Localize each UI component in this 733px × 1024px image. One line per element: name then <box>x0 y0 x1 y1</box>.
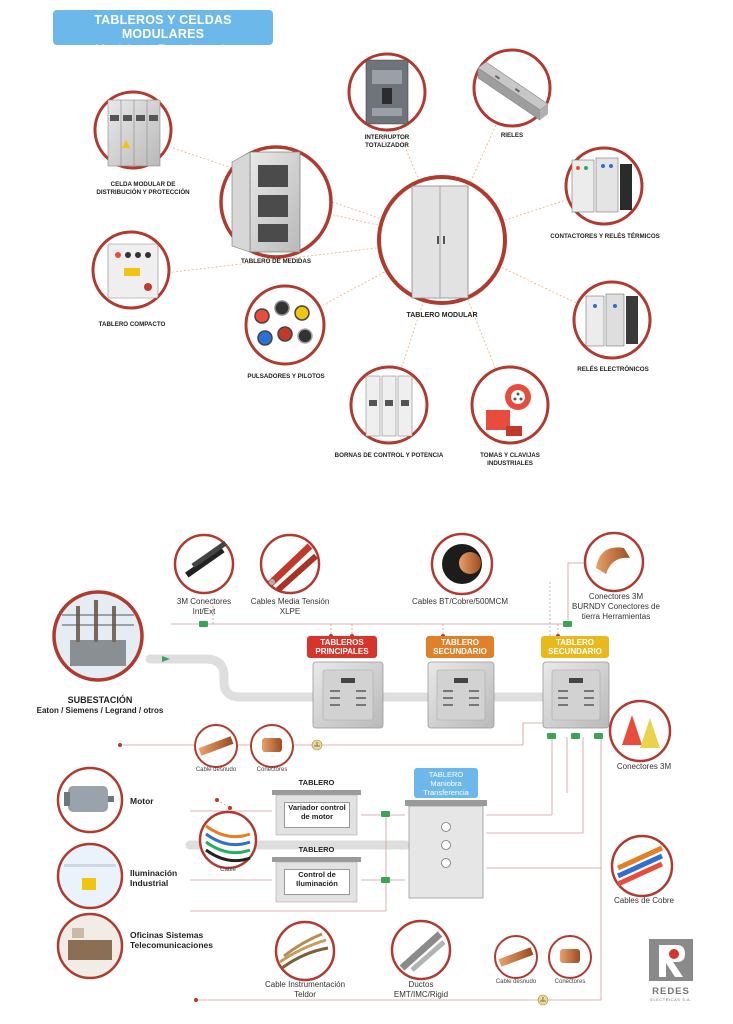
tablero-transferencia-cabinet <box>405 800 487 899</box>
page-header: TABLEROS Y CELDAS MODULARES Maniobra y T… <box>53 10 273 56</box>
conectores-icon-1 <box>250 724 294 768</box>
redes-logo-icon <box>649 939 693 981</box>
label-variador: Variador control de motor <box>284 802 350 828</box>
label-rieles: RIELES <box>500 132 524 139</box>
conectores-icon-2 <box>548 935 592 979</box>
label-tomas: TOMAS Y CLAVIJAS INDUSTRIALES <box>480 452 540 467</box>
subestacion-title: SUBESTACIÓN <box>67 695 133 705</box>
conectores-burndy-icon <box>583 531 645 593</box>
label-oficinas: Oficinas Sistemas Telecomunicaciones <box>130 930 213 950</box>
conectores-3m-icon <box>173 533 235 595</box>
cables-mt-icon <box>259 533 321 595</box>
label-tablero-2: TABLERO <box>298 845 335 854</box>
label-tablero-modular: TABLERO MODULAR <box>406 312 478 319</box>
subestacion-icon <box>52 590 144 682</box>
cables-bt-icon <box>430 532 494 596</box>
label-motor: Motor <box>130 796 154 806</box>
cable-desnudo-icon-2 <box>494 935 538 979</box>
tablero-compacto-icon <box>91 230 171 310</box>
label-tablero-1: TABLERO <box>298 778 335 787</box>
arrow-icon <box>162 656 170 662</box>
reles-icon <box>572 280 652 360</box>
tag-tablero-secundario-1: TABLERO SECUNDARIO <box>426 636 494 658</box>
tablero-secundario-cabinet-2 <box>542 661 610 729</box>
ductos-icon <box>390 919 452 981</box>
label-ductos: Ductos EMT/IMC/Rigid <box>393 980 449 999</box>
logo-name: REDES <box>652 986 690 997</box>
label-cable: Cable <box>220 867 236 873</box>
label-control-iluminacion: Control de Iluminación <box>284 869 350 895</box>
label-cable-desnudo-2: Cable desnudo <box>495 979 537 985</box>
label-interruptor: INTERRUPTOR TOTALIZADOR <box>364 134 410 149</box>
page-title: TABLEROS Y CELDAS MODULARES <box>94 13 232 41</box>
oficinas-icon <box>56 912 124 980</box>
tablero-medidas-icon <box>219 145 333 259</box>
interruptor-icon <box>347 52 427 132</box>
label-conectores-1: Conectores <box>256 767 288 773</box>
subestacion-brands: Eaton / Siemens / Legrand / otros <box>36 706 164 715</box>
bornas-icon <box>349 365 429 445</box>
label-conectores-2: Conectores <box>554 979 586 985</box>
label-tablero-medidas: TABLERO DE MEDIDAS <box>240 258 311 265</box>
iluminacion-icon <box>56 842 124 910</box>
cable-instrumentacion-icon <box>274 920 336 982</box>
pulsadores-icon <box>244 284 326 366</box>
tablero-principal-cabinet <box>312 661 384 729</box>
ground-icon <box>311 739 549 1006</box>
label-cable-instrumentacion: Cable Instrumentación Teldor <box>264 980 346 999</box>
tomas-icon <box>470 365 550 445</box>
label-iluminacion: Iluminación Industrial <box>130 868 178 888</box>
label-conectores-burndy: Conectores 3M BURNDY Conectores de tierr… <box>572 592 660 621</box>
motor-icon <box>56 766 124 834</box>
tablero-secundario-cabinet-1 <box>427 661 495 729</box>
label-cables-bt: Cables BT/Cobre/500MCM <box>411 597 509 606</box>
celda-modular-icon <box>93 90 173 170</box>
page-subtitle: Maniobra y Transferencia <box>95 42 231 56</box>
subestacion-block: SUBESTACIÓN Eaton / Siemens / Legrand / … <box>30 695 170 715</box>
rieles-icon <box>472 48 552 128</box>
conectores-3m-right-icon <box>608 699 672 763</box>
label-reles: RELÉS ELECTRÓNICOS <box>577 366 649 373</box>
cable-icon <box>198 810 258 870</box>
label-tablero-compacto: TABLERO COMPACTO <box>98 321 166 328</box>
tag-tablero-secundario-2: TABLERO SECUNDARIO <box>541 636 609 658</box>
tablero-modular-icon <box>377 175 507 305</box>
label-contactores: CONTACTORES Y RELÉS TÉRMICOS <box>550 233 660 240</box>
contactores-icon <box>564 146 644 226</box>
cable-desnudo-icon-1 <box>194 724 238 768</box>
label-bornas: BORNAS DE CONTROL Y POTENCIA <box>334 452 444 459</box>
logo-sub: ELECTRICAS S.A. <box>650 997 692 1002</box>
label-conectores-3m-right: Conectores 3M <box>616 762 672 771</box>
tag-tablero-transferencia: TABLERO Maniobra Transferencia <box>414 768 478 798</box>
tag-tableros-principales: TABLEROS PRINCIPALES <box>307 636 377 658</box>
label-celda-modular: CELDA MODULAR DE DISTRIBUCIÓN Y PROTECCI… <box>96 181 190 196</box>
label-cables-mt: Cables Media Tensión XLPE <box>250 597 330 616</box>
redes-logo: REDES ELECTRICAS S.A. <box>647 937 695 1002</box>
green-connectors <box>199 621 603 883</box>
label-cables-cobre: Cables de Cobre <box>613 896 675 905</box>
cables-cobre-icon <box>610 834 674 898</box>
label-conectores-3m: 3M Conectores Int/Ext <box>176 597 232 616</box>
label-cable-desnudo-1: Cable desnudo <box>195 767 237 773</box>
label-pulsadores: PULSADORES Y PILOTOS <box>247 373 325 380</box>
